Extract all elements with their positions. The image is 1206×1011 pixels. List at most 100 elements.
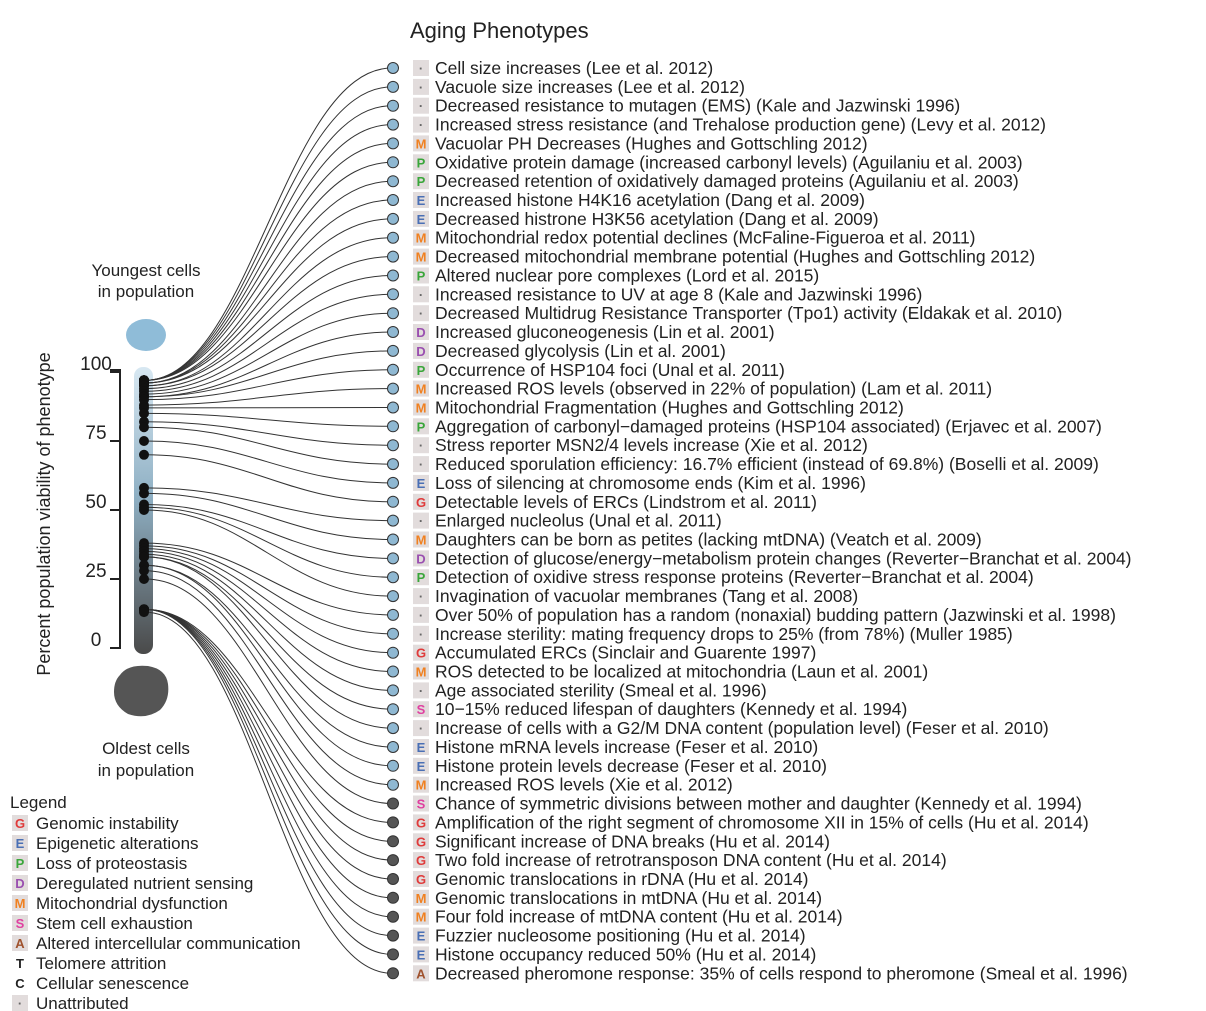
legend-item-label: Genomic instability (36, 814, 179, 833)
category-badge (413, 305, 429, 322)
category-badge-letter: · (419, 514, 423, 529)
phenotype-dot (387, 514, 399, 527)
legend-badge-letter: G (15, 816, 25, 831)
connector-curve (144, 553, 393, 691)
phenotype-dot (387, 590, 399, 603)
connector-curve (144, 142, 393, 381)
category-badge-letter: · (419, 287, 423, 302)
phenotype-text: Increased ROS levels (observed in 22% of… (435, 379, 992, 399)
legend-badge (12, 915, 28, 931)
category-badge (413, 588, 429, 605)
phenotype-dot (387, 344, 399, 357)
legend-item-label: Epigenetic alterations (36, 834, 199, 853)
phenotype-text: Stress reporter MSN2/4 levels increase (… (435, 435, 868, 455)
viability-dot (139, 408, 149, 419)
category-badge-letter: P (417, 570, 426, 585)
connector-curve (144, 350, 393, 398)
category-badge-letter: M (416, 533, 427, 548)
figure-title: Aging Phenotypes (410, 18, 589, 43)
phenotype-dot (387, 759, 399, 772)
phenotype-text: Increased resistance to UV at age 8 (Kal… (435, 284, 922, 304)
connector-curve (144, 564, 393, 748)
viability-dot (139, 607, 149, 618)
y-tick-label: 50 (85, 492, 106, 513)
category-badge (413, 965, 429, 982)
category-badge-letter: · (419, 118, 423, 133)
category-badge (413, 946, 429, 963)
category-badge (413, 927, 429, 944)
category-badge (413, 286, 429, 303)
viability-dot (139, 551, 149, 562)
connector-curve (144, 180, 393, 384)
phenotype-dot (387, 646, 399, 659)
phenotype-dot (387, 99, 399, 112)
category-badge (413, 606, 429, 623)
phenotype-dot (387, 326, 399, 338)
connector-curve (144, 570, 393, 786)
phenotype-text: Chance of symmetric divisions between mo… (435, 794, 1082, 814)
category-badge (413, 60, 429, 76)
connector-curve (144, 548, 393, 654)
phenotype-dot (387, 854, 399, 867)
phenotype-text: Reduced sporulation efficiency: 16.7% ef… (435, 454, 1099, 474)
category-badge-letter: · (419, 61, 423, 76)
viability-dot (139, 488, 149, 499)
phenotype-text: Increased gluconeogenesis (Lin et al. 20… (435, 322, 775, 342)
legend-badge (12, 995, 28, 1011)
phenotype-dot (387, 194, 399, 206)
legend-item-label: Stem cell exhaustion (36, 914, 193, 933)
category-badge (413, 229, 429, 246)
category-badge (413, 210, 429, 227)
phenotype-dot (387, 307, 399, 320)
category-badge-letter: E (417, 929, 426, 944)
phenotype-dot (387, 929, 399, 942)
phenotype-dot (387, 288, 399, 301)
category-badge (413, 569, 429, 586)
oldest-label-line2: in population (98, 761, 194, 780)
category-badge-letter: M (416, 250, 427, 265)
category-badge-letter: A (416, 966, 426, 981)
connector-curve (144, 608, 393, 899)
legend-badge (12, 855, 28, 871)
phenotype-dot (387, 571, 399, 584)
category-badge-letter: · (419, 627, 423, 642)
phenotype-dot (387, 910, 399, 923)
category-badge-letter: P (417, 174, 426, 189)
phenotype-text: Detection of glucose/energy−metabolism p… (435, 548, 1132, 568)
phenotype-dot (387, 797, 399, 810)
category-badge-letter: G (416, 646, 426, 661)
phenotype-text: Significant increase of DNA breaks (Hu e… (435, 831, 830, 851)
connector-curves (144, 67, 393, 974)
phenotype-text: Invagination of vacuolar membranes (Tang… (435, 586, 858, 606)
category-badge-letter: S (417, 702, 426, 717)
category-badge-letter: · (419, 721, 423, 736)
legend-badge-letter: M (15, 896, 26, 911)
phenotype-text: Decreased glycolysis (Lin et al. 2001) (435, 341, 726, 361)
category-badge (413, 908, 429, 925)
category-badge-letter: · (419, 608, 423, 623)
category-badge (413, 116, 429, 133)
legend-item-label: Loss of proteostasis (36, 854, 187, 873)
youngest-label-line1: Youngest cells (91, 261, 200, 280)
category-badge (413, 701, 429, 718)
legend-item-label: Deregulated nutrient sensing (36, 874, 253, 893)
legend-badge (12, 815, 28, 831)
connector-curve (144, 161, 393, 381)
phenotype-text: Enlarged nucleolus (Unal et al. 2011) (435, 511, 722, 531)
category-badge (413, 776, 429, 793)
category-badge-letter: M (416, 136, 427, 151)
category-badge-letter: · (419, 683, 423, 698)
category-badge-letter: · (419, 457, 423, 472)
connector-curve (144, 369, 393, 401)
category-badge (413, 248, 429, 265)
connector-curve (144, 312, 393, 395)
category-badge-letter: E (417, 193, 426, 208)
phenotype-text: Decreased pheromone response: 35% of cel… (435, 963, 1128, 983)
phenotype-dot (387, 175, 399, 188)
phenotype-text: Decreased mitochondrial membrane potenti… (435, 247, 1035, 267)
category-badge-letter: M (416, 231, 427, 246)
legend-badge-letter: C (15, 976, 25, 991)
y-axis-title: Percent population viability of phenotyp… (34, 352, 54, 675)
legend-item-label: Cellular senescence (36, 974, 189, 993)
